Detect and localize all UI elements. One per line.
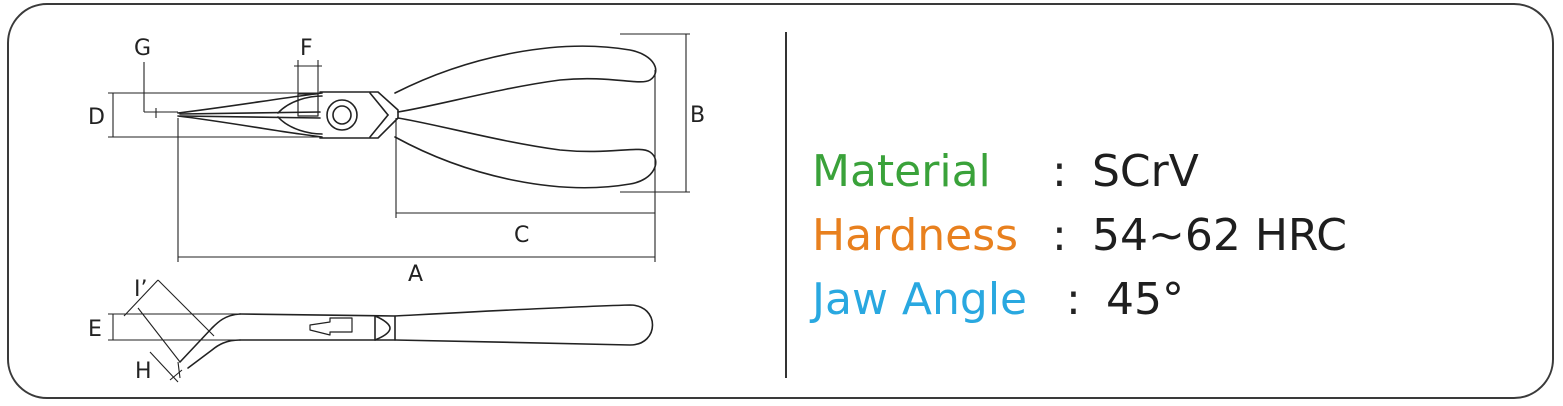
dim-label-b: B bbox=[690, 103, 705, 128]
side-body bbox=[239, 313, 396, 341]
spec-row-jaw-angle: Jaw Angle : 45° bbox=[812, 268, 1512, 332]
side-joint-step bbox=[309, 317, 353, 336]
side-handle bbox=[394, 304, 654, 346]
side-jaw-bent bbox=[179, 313, 241, 363]
outer-frame bbox=[7, 3, 1554, 399]
joint-outline bbox=[319, 91, 399, 139]
pliers-side-view bbox=[179, 304, 654, 369]
spec-list: Material : SCrV Hardness : 54~62 HRC Jaw… bbox=[812, 140, 1512, 332]
vertical-divider bbox=[785, 32, 787, 378]
spec-row-material: Material : SCrV bbox=[812, 140, 1512, 204]
dim-label-h: H bbox=[135, 359, 152, 384]
dim-label-a: A bbox=[408, 262, 423, 287]
dim-label-f: F bbox=[300, 36, 313, 61]
spec-label-material: Material bbox=[812, 146, 991, 197]
jaw-lower bbox=[177, 115, 323, 138]
spec-colon-jaw-angle: : bbox=[1066, 274, 1081, 325]
spec-label-jaw-angle: Jaw Angle bbox=[812, 274, 1028, 325]
pivot-rivet bbox=[326, 99, 358, 131]
spec-label-hardness: Hardness bbox=[812, 210, 1019, 261]
dim-label-c: C bbox=[514, 223, 529, 248]
lower-handle bbox=[394, 117, 657, 189]
jaw-upper bbox=[177, 92, 323, 114]
dim-label-g: G bbox=[134, 36, 151, 61]
pliers-top-view bbox=[177, 45, 657, 189]
dim-label-i: I’ bbox=[134, 277, 147, 302]
spec-colon-hardness: : bbox=[1052, 210, 1067, 261]
spec-colon-material: : bbox=[1052, 146, 1067, 197]
dim-label-d: D bbox=[88, 105, 105, 130]
dim-label-e: E bbox=[88, 317, 102, 342]
upper-handle bbox=[394, 45, 657, 113]
spec-row-hardness: Hardness : 54~62 HRC bbox=[812, 204, 1512, 268]
pliers-diagram: G F D B C A I’ E H bbox=[88, 33, 705, 384]
spec-value-jaw-angle: 45° bbox=[1106, 274, 1184, 325]
spec-value-hardness: 54~62 HRC bbox=[1092, 210, 1348, 261]
spec-value-material: SCrV bbox=[1092, 146, 1199, 197]
